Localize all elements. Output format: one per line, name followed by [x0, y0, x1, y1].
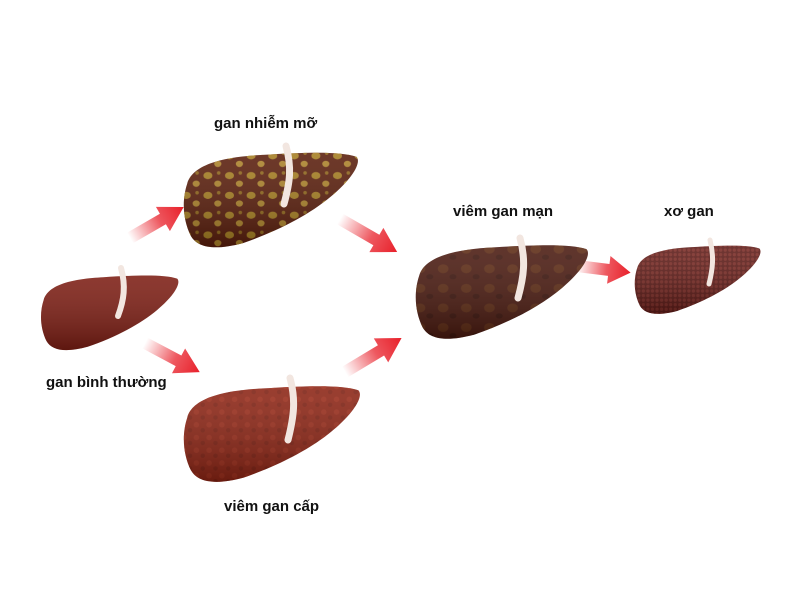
fatty-liver-label: gan nhiễm mỡ: [214, 115, 318, 132]
arrow-normal-to-fatty: [127, 206, 184, 244]
chronic-hepatitis-label: viêm gan mạn: [453, 203, 553, 220]
arrow-normal-to-acute: [142, 337, 200, 374]
normal-liver-icon: [40, 265, 179, 351]
chronic-hepatitis-liver-icon: [415, 234, 588, 339]
arrow-acute-to-chronic: [341, 338, 402, 378]
cirrhosis-label: xơ gan: [664, 203, 714, 220]
arrow-fatty-to-chronic: [337, 213, 398, 253]
acute-hepatitis-liver-icon: [183, 374, 360, 482]
cirrhosis-liver-icon: [634, 237, 761, 314]
arrow-chronic-to-cirrhosis: [576, 256, 631, 284]
normal-liver-label: gan bình thường: [46, 374, 167, 391]
acute-hepatitis-label: viêm gan cấp: [224, 498, 319, 515]
fatty-liver-icon: [183, 142, 358, 248]
